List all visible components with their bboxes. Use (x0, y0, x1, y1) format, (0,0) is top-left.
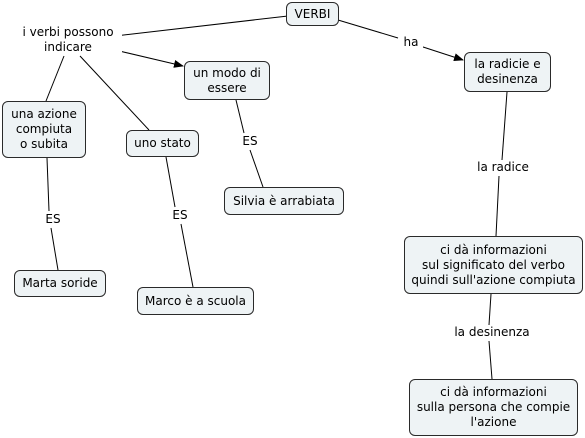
edge-es-marta (50, 227, 59, 271)
edge-verbi-ha (337, 19, 399, 39)
edge-possono-azione (45, 55, 65, 102)
edge-possono-stato (79, 55, 150, 131)
label-la-desinenza: la desinenza (448, 325, 536, 340)
edge-es-silvia (249, 149, 264, 188)
label-es-silvia: ES (236, 134, 264, 149)
edge-ha-radice (419, 45, 464, 62)
edge-laradice-info1 (495, 175, 500, 237)
edge-stato-es (165, 156, 176, 208)
node-marco[interactable]: Marco è a scuola (137, 287, 254, 315)
label-possono-indicare: i verbi possono indicare (14, 25, 122, 55)
node-radicie-desinenza[interactable]: la radicie e desinenza (464, 52, 551, 92)
label-la-radice: la radice (470, 160, 536, 175)
node-verbi[interactable]: VERBI (286, 2, 339, 26)
label-ha: ha (399, 35, 423, 50)
edge-es-marco (180, 223, 194, 288)
node-info-significato[interactable]: ci dà informazioni sul significato del v… (404, 236, 583, 294)
edge-radice-laradice (501, 91, 508, 161)
edge-possono-modo (114, 49, 184, 68)
node-info-persona[interactable]: ci dà informazioni sulla persona che com… (409, 379, 578, 436)
label-es-marta: ES (39, 212, 67, 227)
edge-desinenza-info2 (488, 340, 493, 380)
label-es-marco: ES (166, 208, 194, 223)
node-modo-essere[interactable]: un modo di essere (184, 61, 270, 100)
node-silvia[interactable]: Silvia è arrabiata (224, 187, 344, 215)
edge-modo-es (235, 99, 245, 134)
node-stato[interactable]: uno stato (126, 130, 199, 157)
edge-azione-es (46, 157, 50, 212)
edge-info1-desinenza (488, 293, 492, 326)
node-marta[interactable]: Marta soride (14, 270, 106, 297)
edge-verbi-possono (114, 15, 289, 37)
node-azione[interactable]: una azione compiuta o subita (2, 101, 86, 158)
